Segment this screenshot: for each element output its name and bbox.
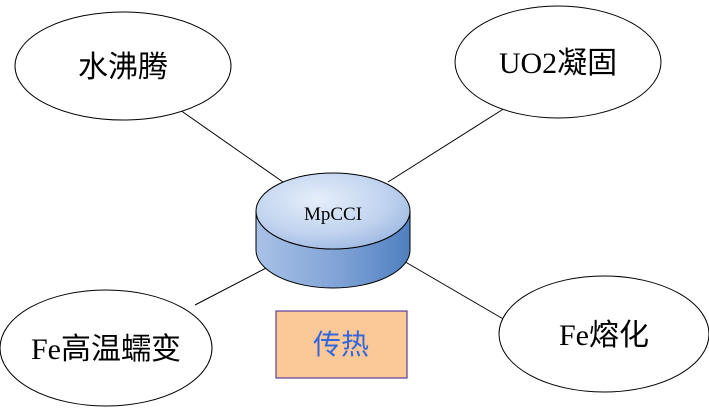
center-label-text: 传热: [313, 328, 369, 361]
node-bottom-left-label: Fe高温蠕变: [31, 333, 181, 366]
hub-cylinder-top: [255, 172, 411, 250]
node-top-right-label: UO2凝固: [499, 47, 617, 80]
node-top-left-label: 水沸腾: [78, 51, 168, 84]
center-label-box: 传热: [275, 310, 408, 379]
node-bottom-right-label: Fe熔化: [559, 319, 649, 352]
node-bottom-left: Fe高温蠕变: [0, 289, 213, 407]
node-bottom-right: Fe熔化: [498, 275, 709, 393]
connector-top-left: [179, 109, 284, 183]
connector-bottom-left: [194, 265, 271, 306]
node-top-right: UO2凝固: [454, 5, 662, 119]
node-top-left: 水沸腾: [14, 11, 232, 121]
connector-top-right: [387, 107, 506, 183]
hub-label: MpCCI: [304, 204, 362, 225]
mpcci-hub-cylinder: MpCCI: [255, 172, 411, 289]
connector-bottom-right: [401, 259, 506, 321]
